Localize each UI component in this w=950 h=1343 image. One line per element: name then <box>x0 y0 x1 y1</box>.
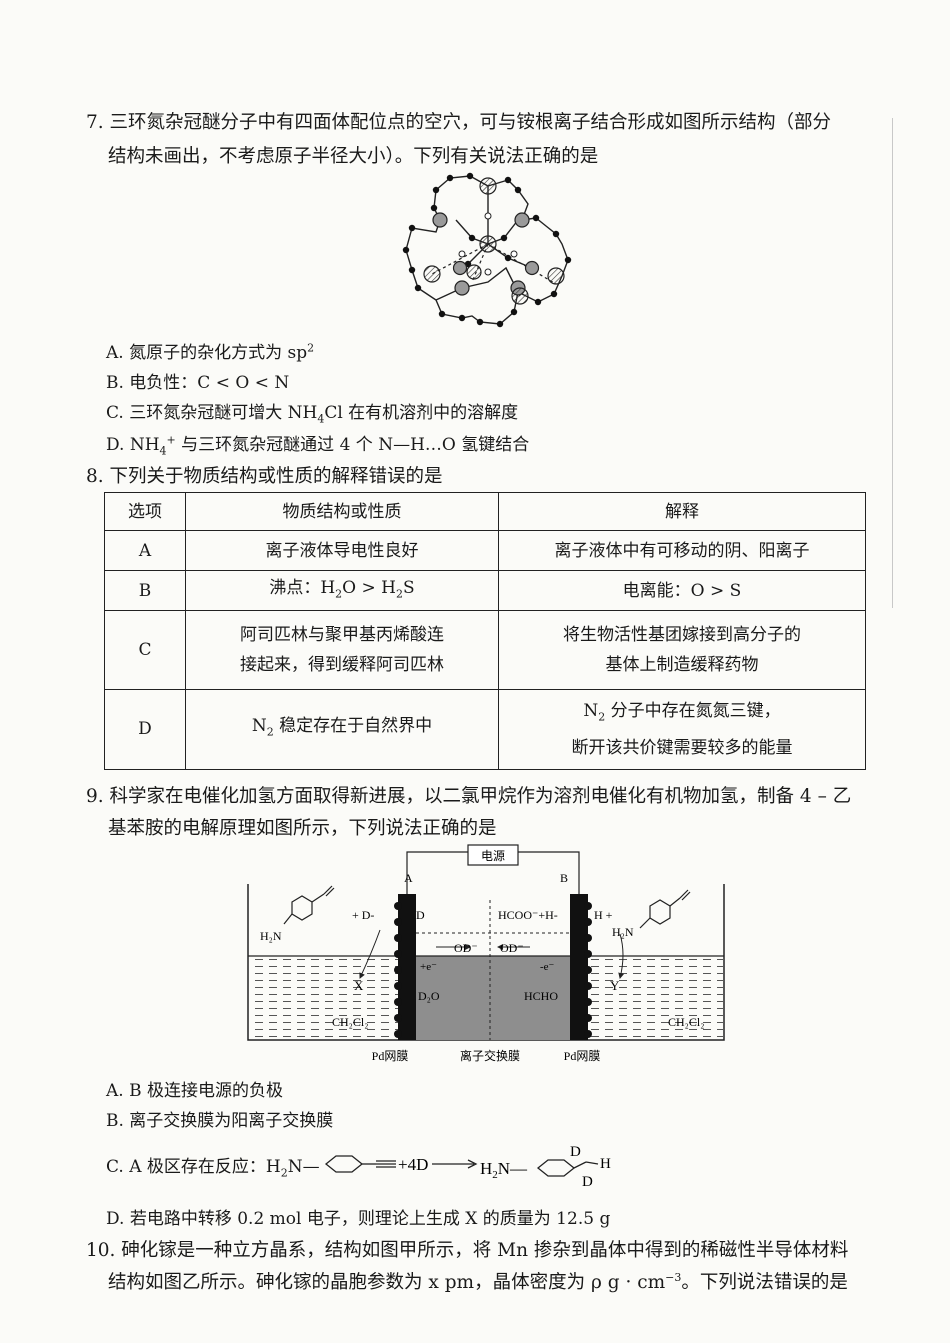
q7-option-a: A. 氮原子的杂化方式为 sp2 <box>106 341 315 363</box>
q7-stem-line2: 结构未画出，不考虑原子半径大小）。下列有关说法正确的是 <box>108 146 599 167</box>
row-c-explanation: 将生物活性基团嫁接到高分子的基体上制造缓释药物 <box>498 610 866 690</box>
electrode-b-label: B <box>560 871 568 885</box>
reaction-h: H <box>600 1156 611 1172</box>
row-a-property: 离子液体导电性良好 <box>185 530 499 572</box>
right-h2n-label: H₂N <box>612 925 634 939</box>
table-row: D N2 稳定存在于自然界中 N2 分子中存在氮氮三键，断开该共价键需要较多的能… <box>104 688 866 771</box>
q7-stem-line1: 7. 三环氮杂冠醚分子中有四面体配位点的空穴，可与铵根离子结合形成如图所示结构（… <box>86 112 832 133</box>
q7-option-b: B. 电负性：C < O < N <box>106 373 290 393</box>
header-explanation: 解释 <box>498 491 866 532</box>
header-option: 选项 <box>104 491 186 532</box>
table-row: C 阿司匹林与聚甲基丙烯酸连接起来，得到缓释阿司匹林 将生物活性基团嫁接到高分子… <box>104 610 866 690</box>
row-b-explanation: 电离能：O > S <box>498 570 866 612</box>
crown-ether-structure-figure <box>402 172 572 328</box>
q10-stem-line2: 结构如图乙所示。砷化镓的晶胞参数为 x pm，晶体密度为 ρ g · cm−3。… <box>108 1270 848 1293</box>
q9-option-b: B. 离子交换膜为阳离子交换膜 <box>106 1111 334 1131</box>
q8-stem: 8. 下列关于物质结构或性质的解释错误的是 <box>86 466 443 487</box>
d2o-label: D₂O <box>418 989 440 1003</box>
right-h-label: H + <box>594 908 613 922</box>
row-d-property: N2 稳定存在于自然界中 <box>185 688 499 771</box>
right-solvent-label: CH₂Cl₂ <box>668 1015 704 1029</box>
left-d-reagent: + D- <box>352 908 374 922</box>
product-y-label: Y <box>610 978 620 993</box>
product-x-label: X <box>354 978 364 993</box>
right-hcoo-label: HCOO⁻+H- <box>498 908 558 922</box>
pd-left-label: Pd网膜 <box>372 1049 409 1063</box>
electrolysis-cell-figure: 电源 A B + D- D HCOO⁻+H- H + H₂N H₂N OD⁻ O… <box>247 844 725 1063</box>
row-a-explanation: 离子液体中有可移动的阴、阳离子 <box>498 530 866 572</box>
q9-option-c-reaction: +4D H2N— D D H <box>324 1144 611 1190</box>
od-right-label: OD⁻ <box>500 941 524 955</box>
q9-option-a: A. B 极连接电源的负极 <box>106 1081 283 1101</box>
q10-stem-line1: 10. 砷化镓是一种立方晶系，结构如图甲所示，将 Mn 掺杂到晶体中得到的稀磁性… <box>86 1240 849 1261</box>
header-property: 物质结构或性质 <box>185 491 499 532</box>
q9-stem-line2: 基苯胺的电解原理如图所示，下列说法正确的是 <box>108 818 497 839</box>
q9-stem-line1: 9. 科学家在电催化加氢方面取得新进展，以二氯甲烷作为溶剂电催化有机物加氢，制备… <box>86 786 852 807</box>
row-b-option: B <box>104 570 186 612</box>
hcho-label: HCHO <box>524 989 558 1003</box>
od-left-label: OD⁻ <box>454 941 478 955</box>
table-header-row: 选项 物质结构或性质 解释 <box>104 491 866 532</box>
reaction-product-amine: H2N— <box>480 1159 528 1181</box>
row-c-option: C <box>104 610 186 690</box>
q9-option-d: D. 若电路中转移 0.2 mol 电子，则理论上生成 X 的质量为 12.5 … <box>106 1209 611 1229</box>
row-d-option: D <box>104 688 186 771</box>
reaction-d-bottom: D <box>582 1174 593 1190</box>
electron-out-label: -e⁻ <box>540 961 555 973</box>
electrode-a-label: A <box>404 871 413 885</box>
row-b-property: 沸点：H2O > H2S <box>185 570 499 612</box>
left-d-adsorbed: D <box>416 908 425 922</box>
row-c-property: 阿司匹林与聚甲基丙烯酸连接起来，得到缓释阿司匹林 <box>185 610 499 690</box>
pd-right-label: Pd网膜 <box>564 1049 601 1063</box>
table-row: A 离子液体导电性良好 离子液体中有可移动的阴、阳离子 <box>104 530 866 572</box>
q7-option-c: C. 三环氮杂冠醚可增大 NH4Cl 在有机溶剂中的溶解度 <box>106 403 519 426</box>
left-h2n-label: H₂N <box>260 929 282 943</box>
q8-table: 选项 物质结构或性质 解释 A 离子液体导电性良好 离子液体中有可移动的阴、阳离… <box>104 491 866 771</box>
table-row: B 沸点：H2O > H2S 电离能：O > S <box>104 570 866 612</box>
q7-option-d: D. NH4+ 与三环氮杂冠醚通过 4 个 N—H…O 氢键结合 <box>106 433 530 458</box>
q9-option-c-text: C. A 极区存在反应：H2N— <box>106 1157 320 1180</box>
row-a-option: A <box>104 530 186 572</box>
page-edge-line <box>892 118 893 608</box>
row-d-explanation: N2 分子中存在氮氮三键，断开该共价键需要较多的能量 <box>498 688 866 771</box>
power-label: 电源 <box>481 849 505 863</box>
electron-in-label: +e⁻ <box>420 961 437 973</box>
reaction-d-top: D <box>570 1144 581 1160</box>
membrane-label: 离子交换膜 <box>460 1048 520 1063</box>
reaction-reagent: +4D <box>398 1155 428 1174</box>
left-solvent-label: CH₂Cl₂ <box>332 1015 368 1029</box>
